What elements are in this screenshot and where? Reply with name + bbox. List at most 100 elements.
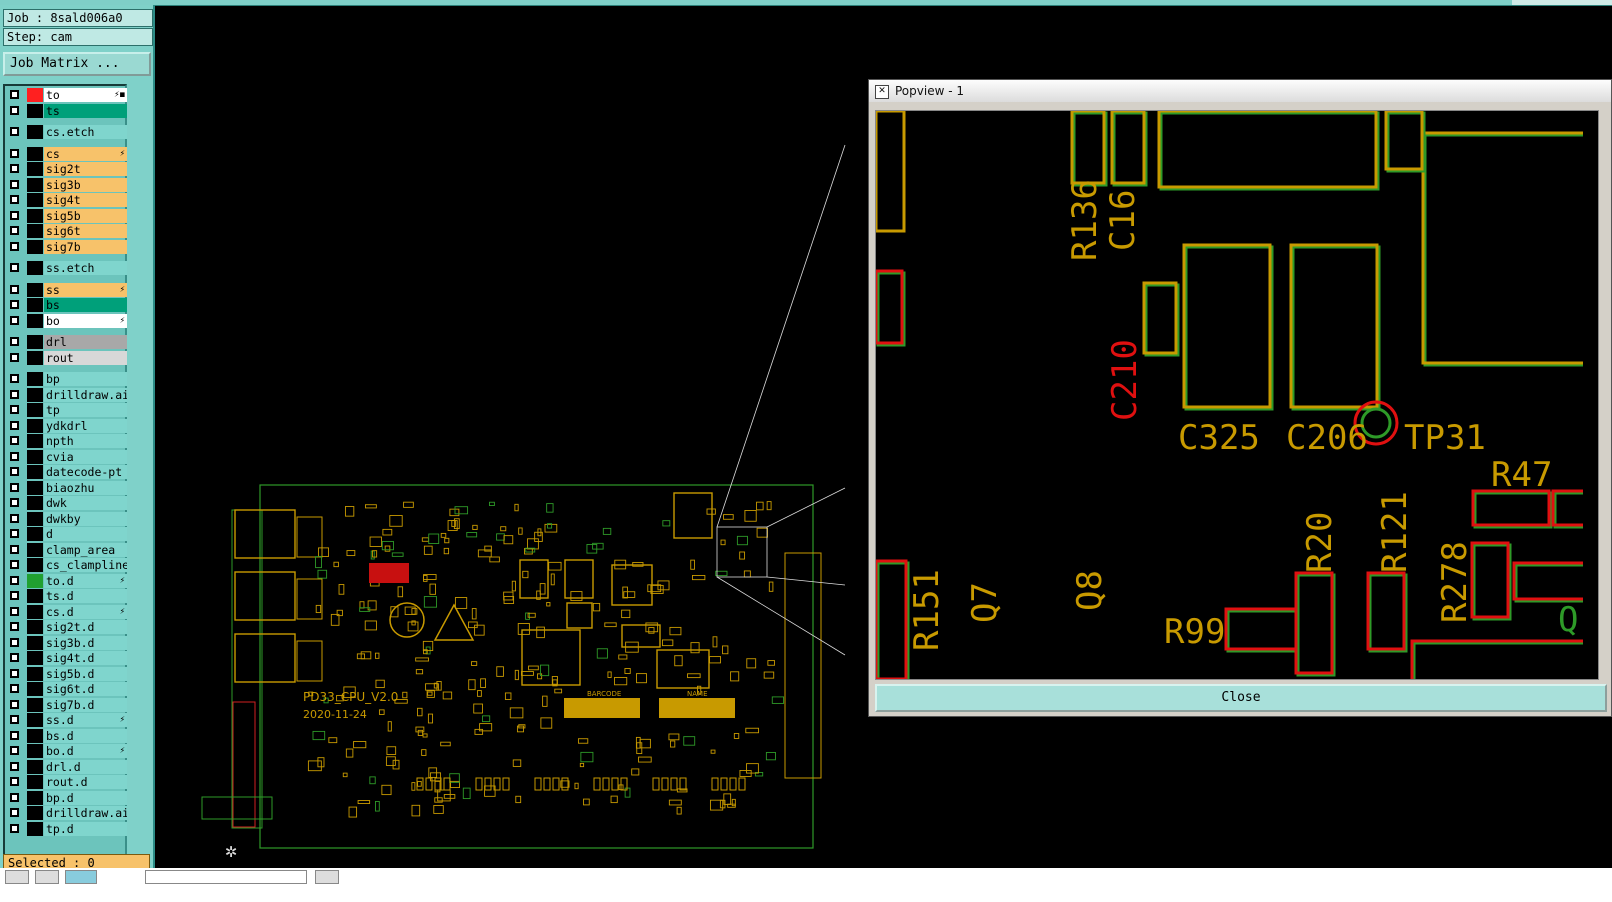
layer-swatch[interactable] xyxy=(27,589,43,603)
layer-checkbox[interactable] xyxy=(10,179,19,189)
layer-checkbox[interactable] xyxy=(10,730,19,740)
layer-name[interactable]: drilldraw.ai xyxy=(44,806,127,820)
status-button-4[interactable] xyxy=(315,870,339,884)
layer-checkbox[interactable] xyxy=(10,699,19,709)
layer-row[interactable]: sig3b xyxy=(7,177,127,192)
layer-name[interactable]: sig5b xyxy=(44,208,127,223)
layer-name[interactable]: ydkdrl xyxy=(44,418,127,433)
layer-swatch[interactable] xyxy=(27,713,43,727)
layer-name[interactable]: dwk xyxy=(44,496,127,510)
layer-name[interactable]: rout.d xyxy=(44,775,127,789)
layer-row[interactable]: clamp_area xyxy=(7,542,127,557)
layer-row[interactable]: cs_clampline xyxy=(7,558,127,572)
layer-name[interactable]: cs⚡ xyxy=(44,146,127,161)
layer-swatch[interactable] xyxy=(27,224,43,238)
layer-row[interactable]: rout.d xyxy=(7,775,127,789)
layer-name[interactable]: biaozhu xyxy=(44,480,127,495)
layer-swatch[interactable] xyxy=(27,434,43,448)
layer-row[interactable]: to⚡◼ xyxy=(7,88,127,102)
layer-swatch[interactable] xyxy=(27,162,43,176)
layer-row[interactable]: bo⚡ xyxy=(7,313,127,328)
layer-swatch[interactable] xyxy=(27,125,43,139)
layer-swatch[interactable] xyxy=(27,193,43,207)
layer-row[interactable]: sig5b.d xyxy=(7,666,127,681)
layer-swatch[interactable] xyxy=(27,282,43,297)
layer-row[interactable]: bp xyxy=(7,372,127,386)
layer-row[interactable]: sig4t xyxy=(7,193,127,207)
layer-name[interactable]: rout xyxy=(44,350,127,365)
layer-swatch[interactable] xyxy=(27,239,43,254)
layer-swatch[interactable] xyxy=(27,177,43,192)
layer-swatch[interactable] xyxy=(27,527,43,541)
layer-checkbox[interactable] xyxy=(10,637,19,647)
layer-row[interactable]: cs.etch xyxy=(7,125,127,139)
layer-checkbox[interactable] xyxy=(10,715,19,724)
status-button-2[interactable] xyxy=(35,870,59,884)
layer-checkbox[interactable] xyxy=(10,513,19,523)
layer-checkbox[interactable] xyxy=(10,544,19,554)
layer-name[interactable]: sig3b.d xyxy=(44,635,127,650)
layer-name[interactable]: sig7b xyxy=(44,239,127,254)
layer-row[interactable]: ss.d⚡ xyxy=(7,713,127,727)
layer-name[interactable]: bo.d⚡ xyxy=(44,744,127,758)
layer-checkbox[interactable] xyxy=(10,436,19,445)
layer-swatch[interactable] xyxy=(27,449,43,464)
layer-name[interactable]: drl xyxy=(44,335,127,349)
layer-swatch[interactable] xyxy=(27,558,43,572)
layer-row[interactable]: d xyxy=(7,527,127,541)
layer-name[interactable]: sig2t.d xyxy=(44,620,127,634)
layer-checkbox[interactable] xyxy=(10,823,19,833)
layer-row[interactable]: ydkdrl xyxy=(7,418,127,433)
layer-swatch[interactable] xyxy=(27,313,43,328)
layer-name[interactable]: d xyxy=(44,527,127,541)
layer-name[interactable]: tp xyxy=(44,403,127,417)
layer-row[interactable]: drl.d xyxy=(7,759,127,774)
layer-name[interactable]: drilldraw.ai xyxy=(44,387,127,402)
layer-checkbox[interactable] xyxy=(10,591,19,600)
layer-checkbox[interactable] xyxy=(10,451,19,461)
layer-name[interactable]: dwkby xyxy=(44,511,127,526)
layer-swatch[interactable] xyxy=(27,418,43,433)
layer-name[interactable]: sig7b.d xyxy=(44,697,127,712)
layer-row[interactable]: sig6t xyxy=(7,224,127,238)
layer-checkbox[interactable] xyxy=(10,352,19,362)
layer-checkbox[interactable] xyxy=(10,482,19,492)
layer-name[interactable]: sig4t xyxy=(44,193,127,207)
layer-swatch[interactable] xyxy=(27,573,43,588)
layer-row[interactable]: drilldraw.ai xyxy=(7,806,127,820)
layer-swatch[interactable] xyxy=(27,146,43,161)
layer-checkbox[interactable] xyxy=(10,226,19,235)
layer-row[interactable]: bs.d xyxy=(7,728,127,743)
layer-row[interactable]: tp.d xyxy=(7,821,127,836)
layer-swatch[interactable] xyxy=(27,88,43,102)
layer-row[interactable]: sig2t.d xyxy=(7,620,127,634)
layer-row[interactable]: tp xyxy=(7,403,127,417)
layer-swatch[interactable] xyxy=(27,208,43,223)
layer-swatch[interactable] xyxy=(27,635,43,650)
layer-row[interactable]: sig7b.d xyxy=(7,697,127,712)
layer-swatch[interactable] xyxy=(27,387,43,402)
layer-name[interactable]: sig6t.d xyxy=(44,682,127,696)
layer-checkbox[interactable] xyxy=(10,241,19,251)
layer-name[interactable]: drl.d xyxy=(44,759,127,774)
layer-name[interactable]: ts.d xyxy=(44,589,127,603)
layer-row[interactable]: bo.d⚡ xyxy=(7,744,127,758)
layer-swatch[interactable] xyxy=(27,651,43,665)
layer-row[interactable]: ts xyxy=(7,103,127,118)
layer-name[interactable]: to.d⚡ xyxy=(44,573,127,588)
layer-row[interactable]: sig7b xyxy=(7,239,127,254)
layer-swatch[interactable] xyxy=(27,372,43,386)
layer-name[interactable]: cs.etch xyxy=(44,125,127,139)
layer-name[interactable]: cvia xyxy=(44,449,127,464)
layer-swatch[interactable] xyxy=(27,682,43,696)
layer-swatch[interactable] xyxy=(27,620,43,634)
layer-row[interactable]: to.d⚡ xyxy=(7,573,127,588)
layer-checkbox[interactable] xyxy=(10,315,19,325)
layer-name[interactable]: clamp_area xyxy=(44,542,127,557)
layer-name[interactable]: bs.d xyxy=(44,728,127,743)
layer-name[interactable]: bp xyxy=(44,372,127,386)
layer-row[interactable]: rout xyxy=(7,350,127,365)
layer-name[interactable]: to⚡◼ xyxy=(44,88,127,102)
layer-name[interactable]: npth xyxy=(44,434,127,448)
